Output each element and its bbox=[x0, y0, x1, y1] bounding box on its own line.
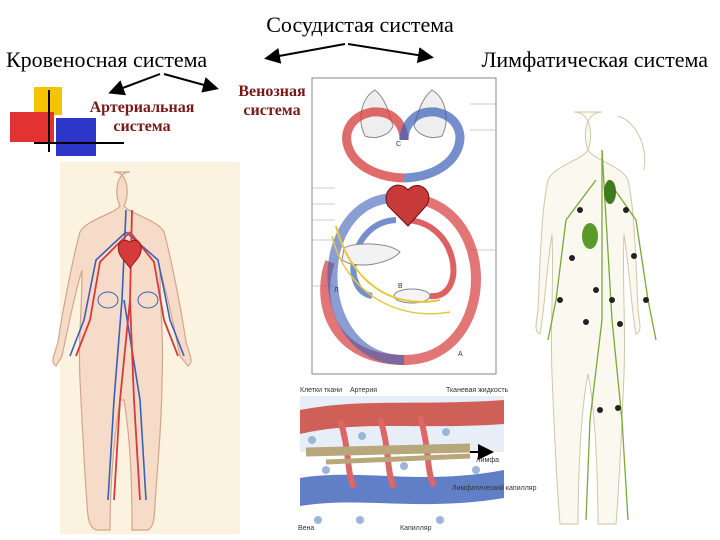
heart bbox=[117, 239, 142, 269]
label-tissue: Клетки ткани bbox=[300, 387, 342, 394]
body-outline bbox=[52, 171, 192, 531]
arrow-to-circulatory bbox=[264, 43, 346, 64]
lymphatic-body-figure bbox=[535, 111, 657, 525]
deco-horizontal-line bbox=[34, 142, 124, 144]
deco-blue-block bbox=[56, 118, 96, 156]
label-l: Л bbox=[334, 287, 339, 294]
microcirculation-diagram: Клетки ткани Артерия Тканевая жидкость Л… bbox=[290, 384, 537, 532]
circulatory-system-label: Кровеносная система bbox=[6, 47, 208, 72]
venous-system-label: Венозная система bbox=[238, 83, 306, 119]
label-artery: Артерия bbox=[350, 387, 377, 394]
label-fluid: Тканевая жидкость bbox=[446, 387, 509, 394]
lymphatic-system-label: Лимфатическая система bbox=[481, 47, 708, 72]
hierarchy-arrows bbox=[108, 43, 434, 96]
spleen bbox=[582, 223, 598, 249]
label-v: В bbox=[398, 283, 403, 290]
label-vein: Вена bbox=[298, 525, 314, 532]
label-c: С bbox=[396, 141, 401, 148]
schematic-heart bbox=[385, 184, 430, 227]
arrow-to-venous bbox=[163, 73, 219, 93]
arterial-system-label: Артериальная система bbox=[89, 99, 195, 135]
label-a: А bbox=[458, 351, 463, 358]
lymph-body-outline bbox=[535, 111, 641, 525]
arrow-to-arterial bbox=[108, 73, 161, 96]
thymus bbox=[604, 180, 616, 204]
label-capillary: Капилляр bbox=[400, 525, 432, 532]
arrow-to-lymphatic bbox=[347, 43, 434, 64]
label-lymph: Лимфа bbox=[476, 457, 499, 464]
circulation-schematic: С Л В А bbox=[311, 77, 497, 375]
circulatory-body-figure bbox=[52, 162, 240, 534]
page-title: Сосудистая система bbox=[266, 12, 454, 37]
deco-vertical-line bbox=[48, 90, 50, 152]
deco-red-block bbox=[10, 112, 54, 142]
label-lymph-capillary: Лимфатический капилляр bbox=[452, 484, 537, 492]
